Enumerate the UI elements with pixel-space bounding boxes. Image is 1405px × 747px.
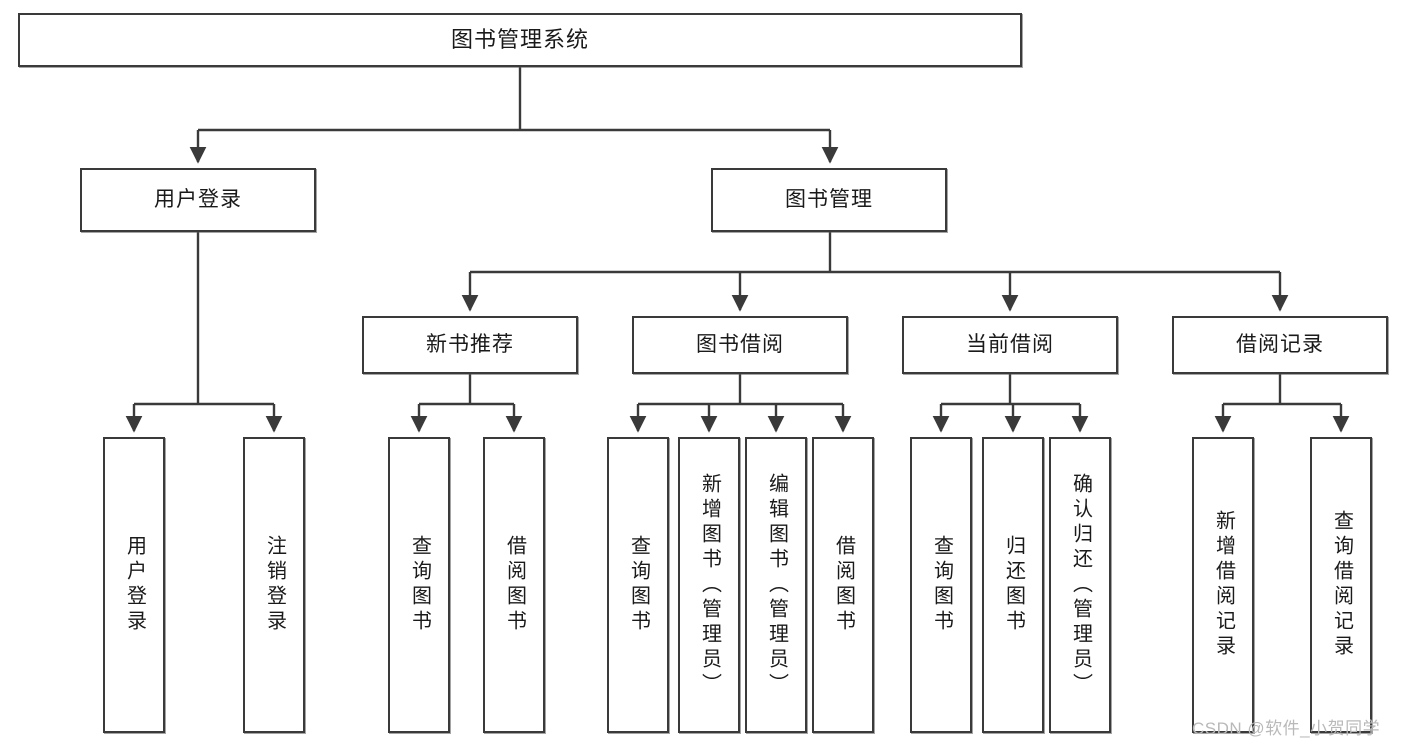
node-add-borrow-record-label: 新增借阅记录 bbox=[1212, 510, 1235, 660]
node-borrow-record[interactable]: 借阅记录 bbox=[1172, 316, 1388, 374]
node-borrow-book-rec[interactable]: 借阅图书 bbox=[483, 437, 545, 733]
node-query-borrow-record-label: 查询借阅记录 bbox=[1330, 510, 1353, 660]
node-user-login-leaf[interactable]: 用户登录 bbox=[103, 437, 165, 733]
node-book-borrow-label: 图书借阅 bbox=[696, 333, 784, 357]
node-query-borrow-record[interactable]: 查询借阅记录 bbox=[1310, 437, 1372, 733]
node-borrow-record-label: 借阅记录 bbox=[1236, 333, 1324, 357]
node-book-management[interactable]: 图书管理 bbox=[711, 168, 947, 232]
node-user-login[interactable]: 用户登录 bbox=[80, 168, 316, 232]
node-root-label: 图书管理系统 bbox=[450, 26, 589, 52]
node-add-book-admin-label: 新增图书（管理员） bbox=[698, 472, 721, 698]
node-borrow-book-borrow[interactable]: 借阅图书 bbox=[812, 437, 874, 733]
node-book-management-label: 图书管理 bbox=[785, 188, 873, 212]
node-query-book-rec-label: 查询图书 bbox=[408, 535, 431, 635]
node-new-book-recommend[interactable]: 新书推荐 bbox=[362, 316, 578, 374]
node-query-book-current[interactable]: 查询图书 bbox=[910, 437, 972, 733]
node-edit-book-admin[interactable]: 编辑图书（管理员） bbox=[745, 437, 807, 733]
node-query-book-borrow[interactable]: 查询图书 bbox=[607, 437, 669, 733]
node-edit-book-admin-label: 编辑图书（管理员） bbox=[765, 472, 788, 698]
node-current-borrow[interactable]: 当前借阅 bbox=[902, 316, 1118, 374]
node-query-book-borrow-label: 查询图书 bbox=[627, 535, 650, 635]
node-logout-leaf[interactable]: 注销登录 bbox=[243, 437, 305, 733]
node-query-book-current-label: 查询图书 bbox=[930, 535, 953, 635]
node-new-book-recommend-label: 新书推荐 bbox=[426, 333, 514, 357]
node-add-borrow-record[interactable]: 新增借阅记录 bbox=[1192, 437, 1254, 733]
node-book-borrow[interactable]: 图书借阅 bbox=[632, 316, 848, 374]
node-user-login-leaf-label: 用户登录 bbox=[123, 535, 146, 635]
csdn-watermark: CSDN @软件_小贺同学 bbox=[1192, 719, 1381, 738]
node-current-borrow-label: 当前借阅 bbox=[966, 333, 1054, 357]
node-borrow-book-rec-label: 借阅图书 bbox=[503, 535, 526, 635]
node-confirm-return-admin-label: 确认归还（管理员） bbox=[1069, 472, 1092, 698]
node-add-book-admin[interactable]: 新增图书（管理员） bbox=[678, 437, 740, 733]
node-query-book-rec[interactable]: 查询图书 bbox=[388, 437, 450, 733]
node-return-book-label: 归还图书 bbox=[1002, 535, 1025, 635]
node-logout-leaf-label: 注销登录 bbox=[263, 535, 286, 635]
node-borrow-book-borrow-label: 借阅图书 bbox=[832, 535, 855, 635]
node-user-login-label: 用户登录 bbox=[154, 188, 242, 212]
node-confirm-return-admin[interactable]: 确认归还（管理员） bbox=[1049, 437, 1111, 733]
node-return-book[interactable]: 归还图书 bbox=[982, 437, 1044, 733]
node-root[interactable]: 图书管理系统 bbox=[18, 13, 1022, 67]
